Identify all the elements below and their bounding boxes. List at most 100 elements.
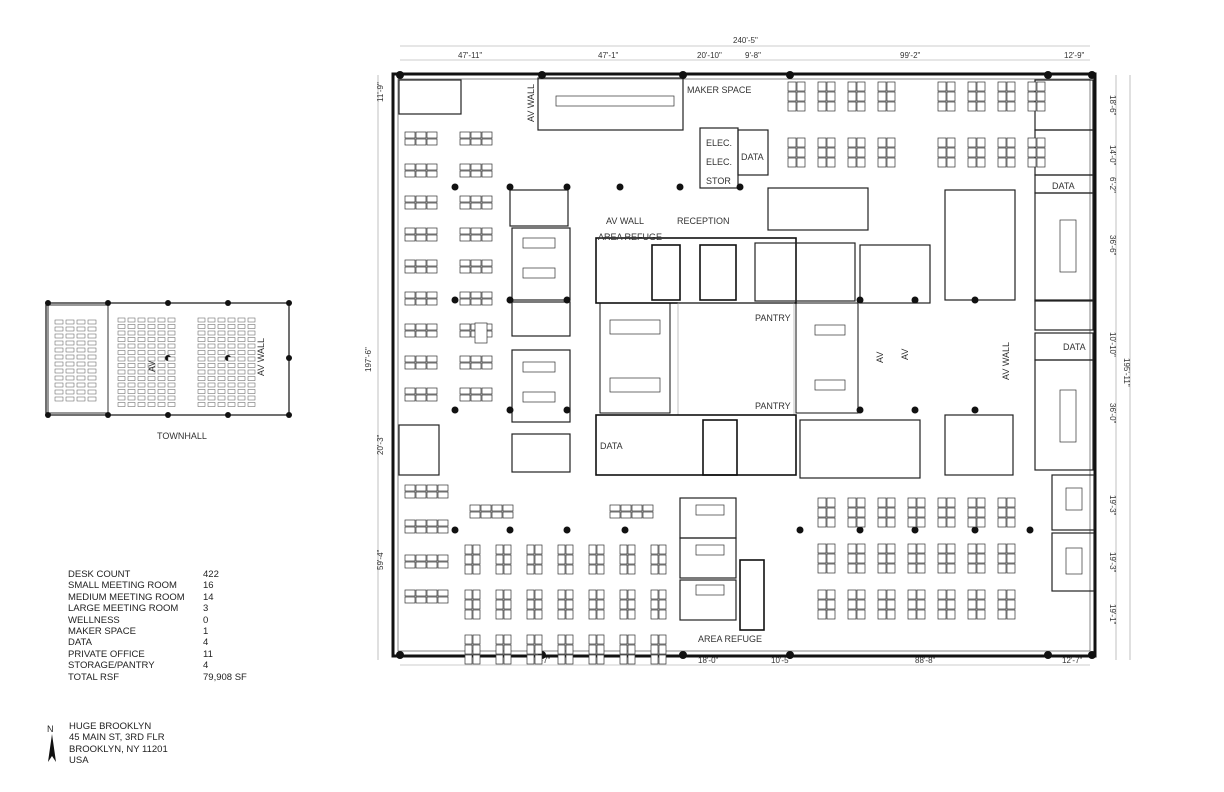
desk (619, 609, 628, 620)
townhall-seat (227, 317, 236, 323)
label-elec-2: ELEC. (706, 157, 732, 167)
desk (937, 517, 947, 528)
desk (946, 543, 956, 554)
townhall-seat (247, 337, 256, 342)
townhall-seat (247, 395, 256, 401)
desk (907, 543, 917, 554)
legend-label: PRIVATE OFFICE (68, 648, 145, 660)
desk (415, 355, 427, 363)
desk (847, 137, 857, 148)
desk (472, 644, 481, 655)
townhall-seat (167, 337, 176, 342)
desk (1006, 101, 1016, 112)
desk (976, 497, 986, 508)
desk (856, 563, 866, 574)
desk (997, 553, 1007, 564)
townhall-seat (127, 369, 136, 375)
desk (967, 101, 977, 112)
desk (565, 554, 574, 565)
desk (847, 81, 857, 92)
townhall-seat (167, 330, 176, 336)
desk (565, 589, 574, 600)
desk (480, 504, 492, 512)
desk (437, 484, 449, 492)
dim-bottom-3: 10'-5" (771, 656, 792, 665)
desk (459, 227, 471, 235)
desk (472, 564, 481, 575)
townhall-seat (147, 317, 156, 323)
desk (503, 599, 512, 610)
desk (817, 553, 827, 564)
desk (650, 609, 659, 620)
desk (787, 101, 797, 112)
townhall-seat (167, 324, 176, 329)
desk (481, 131, 493, 139)
desk (415, 131, 427, 139)
desk (1006, 609, 1016, 620)
townhall-seat (87, 319, 97, 325)
townhall-seat (217, 402, 226, 407)
desk (503, 544, 512, 555)
desk (404, 266, 416, 274)
townhall-seat (167, 376, 176, 381)
townhall-seat (197, 369, 206, 375)
townhall-seat (227, 363, 236, 368)
desk (877, 589, 887, 600)
townhall-seat (137, 337, 146, 342)
desk (470, 195, 482, 203)
desk (596, 544, 605, 555)
desk (503, 654, 512, 665)
legend-label: STORAGE/PANTRY (68, 660, 155, 672)
building-outline (391, 72, 1097, 658)
desk (1006, 137, 1016, 148)
label-pantry-mid: PANTRY (755, 401, 791, 411)
desk (847, 563, 857, 574)
desk (967, 589, 977, 600)
desk (856, 147, 866, 158)
desk (886, 553, 896, 564)
desk (997, 91, 1007, 102)
townhall-seat (117, 395, 126, 401)
townhall-seat (65, 347, 75, 353)
desk (470, 227, 482, 235)
desk (627, 599, 636, 610)
townhall-seat (217, 382, 226, 388)
desk (997, 599, 1007, 610)
townhall-seat (237, 317, 246, 323)
townhall-seat (207, 337, 216, 342)
building-inner-line (397, 78, 1091, 652)
desk (916, 599, 926, 610)
townhall-seat (207, 324, 216, 329)
dim-bottom-2: 18'-0" (698, 656, 719, 665)
townhall-seat (76, 396, 86, 402)
desk (787, 91, 797, 102)
desk (481, 227, 493, 235)
desk (459, 202, 471, 210)
label-data-mid: DATA (600, 441, 623, 451)
desk (856, 507, 866, 518)
desk (596, 654, 605, 665)
desk (464, 589, 473, 600)
desk (976, 81, 986, 92)
desk (426, 202, 438, 210)
townhall-av-wall-label: AV WALL (256, 338, 266, 376)
desk (565, 609, 574, 620)
desk (588, 644, 597, 655)
desk (817, 563, 827, 574)
label-data-right-top: DATA (1052, 181, 1075, 191)
desk (997, 609, 1007, 620)
desk (426, 491, 438, 499)
desk (526, 589, 535, 600)
townhall-seat (76, 340, 86, 346)
townhall-seat (197, 389, 206, 394)
townhall-seat (127, 356, 136, 362)
desk (967, 563, 977, 574)
desk (495, 609, 504, 620)
project-address: HUGE BROOKLYN 45 MAIN ST, 3RD FLR BROOKL… (69, 721, 168, 767)
desk (877, 563, 887, 574)
desk (415, 554, 427, 562)
desk (404, 387, 416, 395)
desk (1006, 517, 1016, 528)
desk (491, 504, 503, 512)
